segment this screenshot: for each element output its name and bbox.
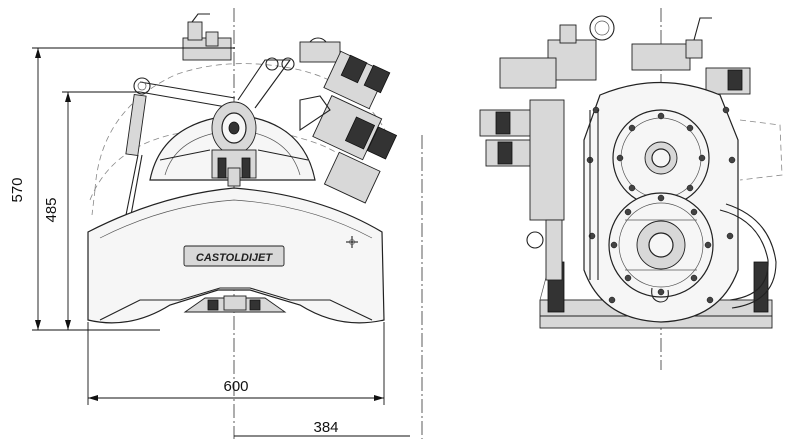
solenoid-cluster [299, 50, 398, 204]
dim-label-570: 570 [9, 177, 26, 202]
rear-view [479, 8, 783, 370]
dim-label-600: 600 [223, 378, 248, 395]
dim-label-485: 485 [43, 197, 60, 222]
dimension-width-total: 600 [87, 322, 385, 405]
upper-flange-bolts [616, 112, 706, 204]
dimension-height-inner: 485 [43, 91, 140, 330]
dimension-depth: 384 [234, 419, 410, 437]
lower-flange-bolts [610, 194, 712, 296]
side-view: CASTOLDIJET 570 485 [9, 8, 423, 439]
dim-label-384: 384 [313, 419, 338, 436]
reference-crosshair [346, 236, 358, 248]
dimension-height-total: 570 [9, 47, 235, 331]
brand-logo-text: CASTOLDIJET [196, 252, 273, 264]
